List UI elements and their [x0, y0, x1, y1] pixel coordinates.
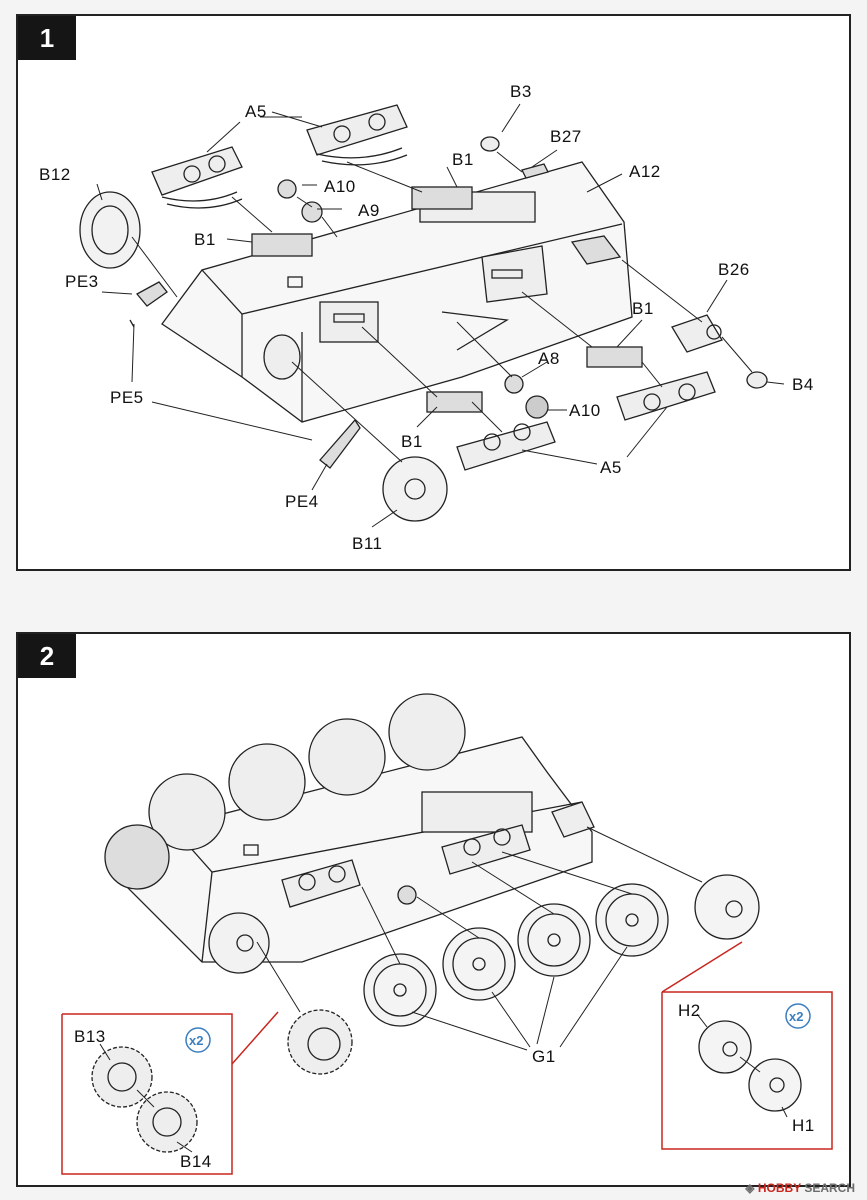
etch-pe5 — [129, 319, 135, 328]
etch-pe3 — [135, 281, 168, 307]
hull-assembly — [121, 736, 593, 963]
label-h1: H1 — [792, 1116, 815, 1135]
label-a10-bottom: A10 — [569, 401, 601, 420]
assembly-guide-lines — [131, 151, 753, 463]
road-wheel-g1-4 — [595, 883, 669, 957]
road-wheel-g1-2 — [442, 927, 516, 1001]
drive-sprocket-b11 — [382, 456, 448, 522]
suspension-a5-bottom-right — [616, 371, 716, 421]
hull-a12 — [161, 161, 633, 423]
bracket-b1-bottom — [426, 391, 483, 413]
label-b1-left: B1 — [194, 230, 216, 249]
return-roller-callout — [661, 941, 833, 1150]
step-1-panel: 1 — [16, 14, 851, 571]
label-b11: B11 — [352, 534, 383, 553]
part-a10-bottom — [525, 395, 549, 419]
label-a5-top: A5 — [245, 102, 267, 121]
far-side-road-wheels — [104, 693, 466, 890]
label-b27: B27 — [550, 127, 582, 146]
suspension-a5-top-left — [151, 146, 243, 209]
road-wheel-g1-1 — [363, 953, 437, 1027]
etch-pe4 — [319, 418, 361, 469]
label-b1-bottom: B1 — [401, 432, 423, 451]
roller-h1 — [748, 1058, 802, 1112]
bracket-b1-right — [586, 346, 643, 368]
quantity-circle — [185, 1027, 211, 1053]
idler-wheel — [208, 912, 270, 974]
part-b27 — [521, 163, 549, 179]
label-leader-lines — [96, 103, 785, 528]
step-2-panel: 2 — [16, 632, 851, 1187]
label-b12: B12 — [39, 165, 71, 184]
step-2-diagram: B13 B14 G1 H2 H1 x2 x2 — [61, 693, 833, 1175]
hub-part — [263, 334, 301, 380]
suspension-near-left — [281, 859, 361, 908]
label-a9: A9 — [358, 201, 380, 220]
part-b4 — [746, 371, 768, 389]
quantity-circle — [785, 1003, 811, 1029]
quantity-left: x2 — [189, 1033, 203, 1048]
step-1-diagram: A5 B3 B27 B1 A12 B12 A10 A9 B1 B26 PE3 B… — [39, 82, 814, 553]
label-a5-bottom: A5 — [600, 458, 622, 477]
label-g1: G1 — [532, 1047, 556, 1066]
watermark-brand: HOBBY — [757, 1181, 801, 1195]
bracket-b1-top — [411, 186, 473, 210]
roller-h2 — [698, 1020, 752, 1074]
g1-leader-lines — [411, 946, 628, 1051]
part-a8 — [504, 374, 524, 394]
bracket-b1-left — [251, 233, 313, 257]
suspension-a5-top-right — [306, 104, 408, 166]
step-number-badge: 1 — [18, 16, 76, 60]
idler-wheel-b12 — [79, 191, 141, 269]
return-roller-assembly — [694, 874, 760, 940]
label-a8: A8 — [538, 349, 560, 368]
label-b1-right: B1 — [632, 299, 654, 318]
label-pe4: PE4 — [285, 492, 319, 511]
step-number-badge: 2 — [18, 634, 76, 678]
watermark-suffix: SEARCH — [800, 1181, 855, 1195]
part-a9 — [301, 201, 323, 223]
label-a12: A12 — [629, 162, 661, 181]
label-a10-top: A10 — [324, 177, 356, 196]
sprocket-b14 — [136, 1091, 198, 1153]
part-a10-top — [277, 179, 297, 199]
label-h2: H2 — [678, 1001, 701, 1020]
drive-sprocket-assembly — [287, 1009, 353, 1075]
suspension-a5-bottom — [456, 421, 556, 471]
label-pe3: PE3 — [65, 272, 99, 291]
suspension-near-right — [441, 824, 531, 875]
sprocket-b13 — [91, 1046, 153, 1108]
label-b1-top: B1 — [452, 150, 474, 169]
road-wheel-g1-3 — [517, 903, 591, 977]
assembly-guide-lines — [256, 826, 703, 1013]
sprocket-callout — [61, 1011, 279, 1175]
final-drive-housing — [551, 801, 595, 838]
label-b4: B4 — [792, 375, 814, 394]
label-b3: B3 — [510, 82, 532, 101]
quantity-right: x2 — [789, 1009, 803, 1024]
label-b14: B14 — [180, 1152, 212, 1171]
label-b26: B26 — [718, 260, 750, 279]
final-drive-b26 — [671, 314, 723, 353]
label-pe5: PE5 — [110, 388, 144, 407]
label-b13: B13 — [74, 1027, 106, 1046]
part-b3 — [480, 136, 500, 152]
hub-part — [397, 885, 417, 905]
hobby-search-logo-icon: ◈ — [745, 1181, 755, 1195]
hobby-search-watermark: ◈ HOBBY SEARCH — [745, 1181, 855, 1195]
